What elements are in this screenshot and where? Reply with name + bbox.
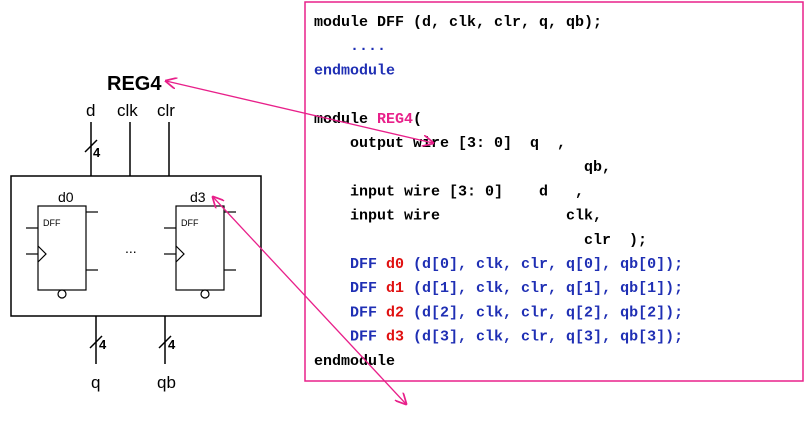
dff-d3-cell-label: DFF: [181, 218, 199, 228]
instance-label-d3: d3: [190, 189, 206, 205]
bus-width-d: 4: [93, 145, 101, 160]
dff-d3-clock-mark: [175, 245, 185, 263]
code-token: (d[2], clk, clr, q[2], qb[2]);: [404, 304, 683, 321]
code-token: clr );: [314, 232, 647, 249]
code-token: DFF: [314, 280, 386, 297]
bus-width-q: 4: [99, 337, 107, 352]
code-token: (d[1], clk, clr, q[1], qb[1]);: [404, 280, 683, 297]
code-line: module DFF (d, clk, clr, q, qb);: [314, 14, 602, 31]
code-line: DFF d0 (d[0], clk, clr, q[0], qb[0]);: [314, 256, 683, 273]
arrow-module-to-block: [166, 81, 433, 143]
code-token: module: [314, 111, 377, 128]
instance-label-d0: d0: [58, 189, 74, 205]
bus-width-qb: 4: [168, 337, 176, 352]
code-line: DFF d3 (d[3], clk, clr, q[3], qb[3]);: [314, 329, 683, 346]
code-token: DFF: [314, 256, 386, 273]
code-line: DFF d2 (d[2], clk, clr, q[2], qb[2]);: [314, 304, 683, 321]
instance-name-token: d3: [386, 329, 404, 346]
input-label-clk: clk: [117, 101, 138, 120]
arrow-instance-d3: [213, 197, 406, 404]
code-token: module DFF (d, clk, clr, q, qb);: [314, 14, 602, 31]
ellipsis: ...: [125, 240, 137, 256]
code-token: DFF: [314, 304, 386, 321]
instance-name-token: d1: [386, 280, 404, 297]
code-token: output wire [3: 0] q ,: [314, 135, 566, 152]
input-label-clr: clr: [157, 101, 175, 120]
bus-slash-q: [89, 335, 103, 349]
dff-d0-cell-label: DFF: [43, 218, 61, 228]
module-name-token: REG4: [377, 111, 413, 128]
instance-name-token: d0: [386, 256, 404, 273]
code-line: output wire [3: 0] q ,: [314, 135, 566, 152]
code-token: input wire clk,: [314, 208, 602, 225]
bus-slash-d: [84, 139, 98, 153]
block-title: REG4: [107, 73, 162, 95]
code-line: ....: [314, 38, 386, 55]
code-line: DFF d1 (d[1], clk, clr, q[1], qb[1]);: [314, 280, 683, 297]
code-line: input wire [3: 0] d ,: [314, 183, 584, 200]
code-line: clr );: [314, 232, 647, 249]
dff-d0-clock-mark: [37, 245, 47, 263]
code-token: (: [413, 111, 422, 128]
code-line: qb,: [314, 159, 611, 176]
code-token: (d[3], clk, clr, q[3], qb[3]);: [404, 329, 683, 346]
output-label-q: q: [91, 373, 100, 392]
code-line: endmodule: [314, 353, 395, 370]
dff-d0-clr-bubble: [57, 289, 67, 299]
instance-name-token: d2: [386, 304, 404, 321]
code-line: endmodule: [314, 62, 395, 79]
code-line: input wire clk,: [314, 208, 602, 225]
code-token: input wire [3: 0] d ,: [314, 183, 584, 200]
input-label-d: d: [86, 101, 95, 120]
bus-slash-qb: [158, 335, 172, 349]
code-token: qb,: [314, 159, 611, 176]
dff-d3-clr-bubble: [200, 289, 210, 299]
code-token: endmodule: [314, 353, 395, 370]
code-token: endmodule: [314, 62, 395, 79]
code-token: ....: [314, 38, 386, 55]
output-label-qb: qb: [157, 373, 176, 392]
code-token: (d[0], clk, clr, q[0], qb[0]);: [404, 256, 683, 273]
